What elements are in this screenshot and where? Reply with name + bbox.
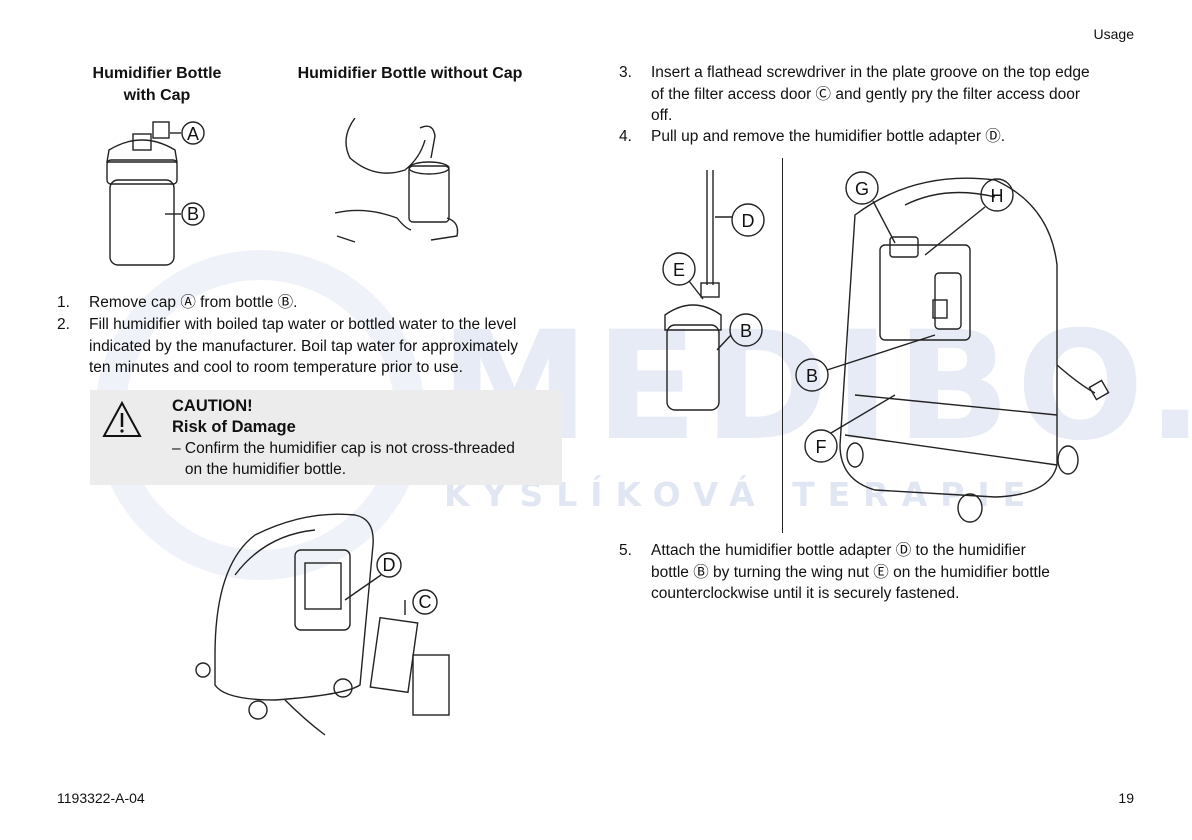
caution-title: CAUTION! — [172, 397, 253, 415]
label-b-adapter: B — [740, 321, 752, 341]
figure-divider — [782, 158, 783, 533]
label-f: F — [816, 437, 827, 457]
caution-subtitle: Risk of Damage — [172, 418, 296, 436]
caution-box: CAUTION! Risk of Damage – Confirm the hu… — [90, 390, 562, 485]
caution-line-2: on the humidifier bottle. — [172, 461, 347, 478]
caution-line-1: – Confirm the humidifier cap is not cros… — [172, 440, 515, 457]
label-e: E — [673, 260, 685, 280]
concentrator-back-illustration: D C — [195, 513, 450, 736]
section-header: Usage — [1093, 26, 1134, 42]
label-d-right: D — [742, 211, 755, 231]
step-5: 5. Attach the humidifier bottle adapter … — [619, 542, 1050, 602]
step-2: 2. Fill humidifier with boiled tap water… — [57, 316, 519, 376]
step-3: 3. Insert a flathead screwdriver in the … — [619, 64, 1090, 124]
figure-title-with-cap: Humidifier Bottle with Cap — [92, 65, 222, 104]
bottle-adapter-illustration: D E B — [662, 170, 765, 411]
figure-title-without-cap: Humidifier Bottle without Cap — [297, 65, 523, 82]
step-1: 1. Remove cap Ⓐ from bottle Ⓑ. — [57, 294, 298, 311]
caution-text: CAUTION! Risk of Damage – Confirm the hu… — [172, 396, 515, 480]
label-h: H — [991, 186, 1004, 206]
label-c: C — [419, 592, 432, 612]
step-4: 4. Pull up and remove the humidifier bot… — [619, 128, 1006, 145]
concentrator-front-illustration: G H B F — [795, 171, 1110, 523]
page-number: 19 — [1118, 790, 1134, 806]
label-d-left: D — [383, 555, 396, 575]
label-b: B — [187, 204, 199, 224]
bottle-filling-illustration — [335, 118, 459, 243]
bottle-with-cap-illustration: A B — [106, 121, 205, 266]
label-a: A — [187, 124, 199, 144]
label-b-front: B — [806, 366, 818, 386]
warning-icon — [102, 400, 142, 437]
document-number: 1193322-A-04 — [57, 790, 145, 806]
label-g: G — [855, 179, 869, 199]
